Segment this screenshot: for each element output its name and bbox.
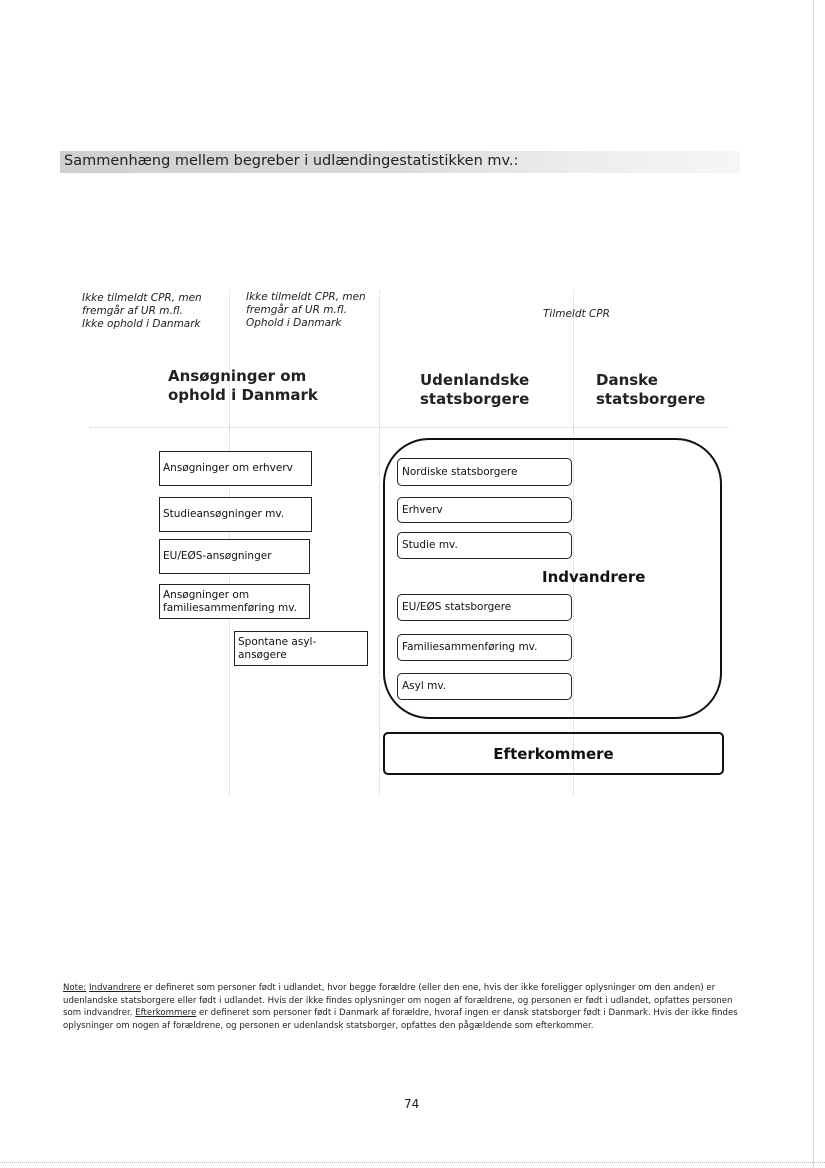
page-edge-bottom xyxy=(0,1162,825,1163)
heading-separator xyxy=(90,427,730,428)
column-divider-middle xyxy=(379,290,380,795)
footnote-text-descendants: er defineret som personer født i Danmark… xyxy=(63,1008,738,1031)
footnote-note-label: Note: xyxy=(63,983,87,993)
footnote-term-descendants: Efterkommere xyxy=(135,1008,197,1019)
box-spontaneous-asylum-seekers: Spontane asyl-ansøgere xyxy=(234,631,368,666)
note-registered-cpr: Tilmeldt CPR xyxy=(543,308,610,320)
heading-applications: Ansøgninger om ophold i Danmark xyxy=(168,367,318,404)
box-eu-eea-citizens: EU/EØS statsborgere xyxy=(397,594,572,621)
footnote-term-immigrants: Indvandrere xyxy=(88,983,141,993)
descendants-box: Efterkommere xyxy=(383,732,724,775)
title-band xyxy=(60,151,740,173)
page-title: Sammenhæng mellem begreber i udlændinges… xyxy=(64,153,519,169)
descendants-label: Efterkommere xyxy=(493,744,614,763)
box-eu-eea-applications: EU/EØS-ansøgninger xyxy=(159,539,310,574)
immigrants-container xyxy=(383,438,722,719)
column-divider-right xyxy=(573,290,574,795)
page-edge-right xyxy=(813,0,814,1168)
box-work: Erhverv xyxy=(397,497,572,523)
box-asylum: Asyl mv. xyxy=(397,673,572,700)
immigrants-label: Indvandrere xyxy=(542,568,646,586)
box-study-applications: Studieansøgninger mv. xyxy=(159,497,312,532)
box-family-reunification-applications: Ansøgninger om familiesammenføring mv. xyxy=(159,584,310,619)
heading-danish-citizens: Danske statsborgere xyxy=(596,371,706,408)
note-not-registered-residence: Ikke tilmeldt CPR, men fremgår af UR m.f… xyxy=(246,291,366,329)
heading-foreign-citizens: Udenlandske statsborgere xyxy=(420,371,530,408)
box-work-applications: Ansøgninger om erhverv xyxy=(159,451,312,486)
box-family-reunification: Familiesammenføring mv. xyxy=(397,634,572,661)
note-not-registered-no-residence: Ikke tilmeldt CPR, men fremgår af UR m.f… xyxy=(82,292,202,330)
footnote: Note: Indvandrere er defineret som perso… xyxy=(63,982,738,1032)
footnote-text-immigrants: er defineret som personer født i udlande… xyxy=(63,983,733,1019)
page-number: 74 xyxy=(404,1097,420,1111)
box-nordic-citizens: Nordiske statsborgere xyxy=(397,458,572,486)
box-study: Studie mv. xyxy=(397,532,572,559)
